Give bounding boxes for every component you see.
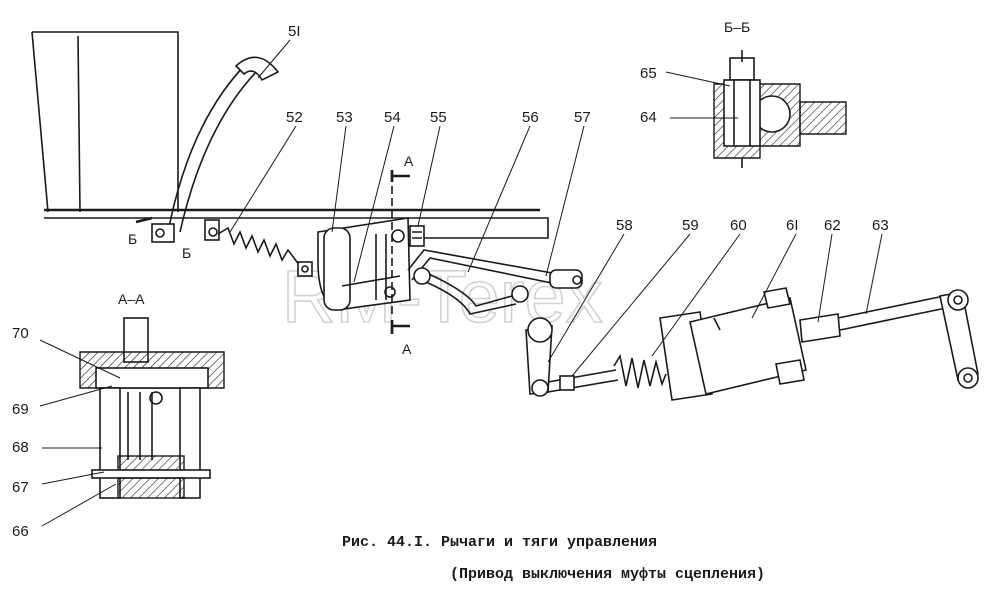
pushrod-59	[547, 369, 619, 393]
callout-53: 53	[336, 109, 353, 126]
callout-56: 56	[522, 109, 539, 126]
callout-58: 58	[616, 217, 633, 234]
section-line-aa	[390, 170, 410, 334]
callout-69: 69	[12, 401, 29, 418]
callout-66: 66	[12, 523, 29, 540]
clutch-pedal-51	[151, 56, 280, 243]
figure-caption-line2: (Привод выключения муфты сцепления)	[450, 566, 765, 583]
rubber-boot-60	[613, 353, 667, 389]
leader-lines	[39, 39, 883, 527]
callout-65: 65	[640, 65, 657, 82]
section-mark-a-bottom: А	[402, 341, 412, 357]
callout-63: 63	[872, 217, 889, 234]
return-spring-52	[204, 219, 313, 277]
callout-68: 68	[12, 439, 29, 456]
callout-67: 67	[12, 479, 29, 496]
adjust-bolt-55	[409, 225, 425, 247]
section-mark-a-top: А	[404, 153, 414, 169]
callout-64: 64	[640, 109, 657, 126]
master-cylinder-61	[659, 287, 807, 401]
callout-57: 57	[574, 109, 591, 126]
callout-55: 55	[430, 109, 447, 126]
rod-56	[407, 249, 583, 315]
section-mark-b-right: Б	[182, 245, 191, 261]
section-view-bb	[713, 50, 847, 168]
section-title-aa: А–А	[118, 291, 145, 307]
callout-61: 6I	[786, 217, 799, 234]
callout-51: 5I	[288, 23, 301, 40]
section-view-aa	[79, 317, 225, 499]
callout-70: 70	[12, 325, 29, 342]
callout-59: 59	[682, 217, 699, 234]
lever-bracket-53	[317, 217, 411, 311]
callout-60: 60	[730, 217, 747, 234]
section-title-bb: Б–Б	[724, 19, 750, 35]
callout-62: 62	[824, 217, 841, 234]
section-mark-b-left: Б	[128, 231, 137, 247]
section-line-bb	[135, 216, 153, 224]
figure-caption-line1: Рис. 44.I. Рычаги и тяги управления	[342, 534, 657, 551]
callout-52: 52	[286, 109, 303, 126]
yoke-62	[799, 313, 841, 343]
cab-panel	[31, 31, 549, 239]
lever-58	[525, 317, 553, 397]
callout-54: 54	[384, 109, 401, 126]
rod-63	[837, 289, 979, 389]
